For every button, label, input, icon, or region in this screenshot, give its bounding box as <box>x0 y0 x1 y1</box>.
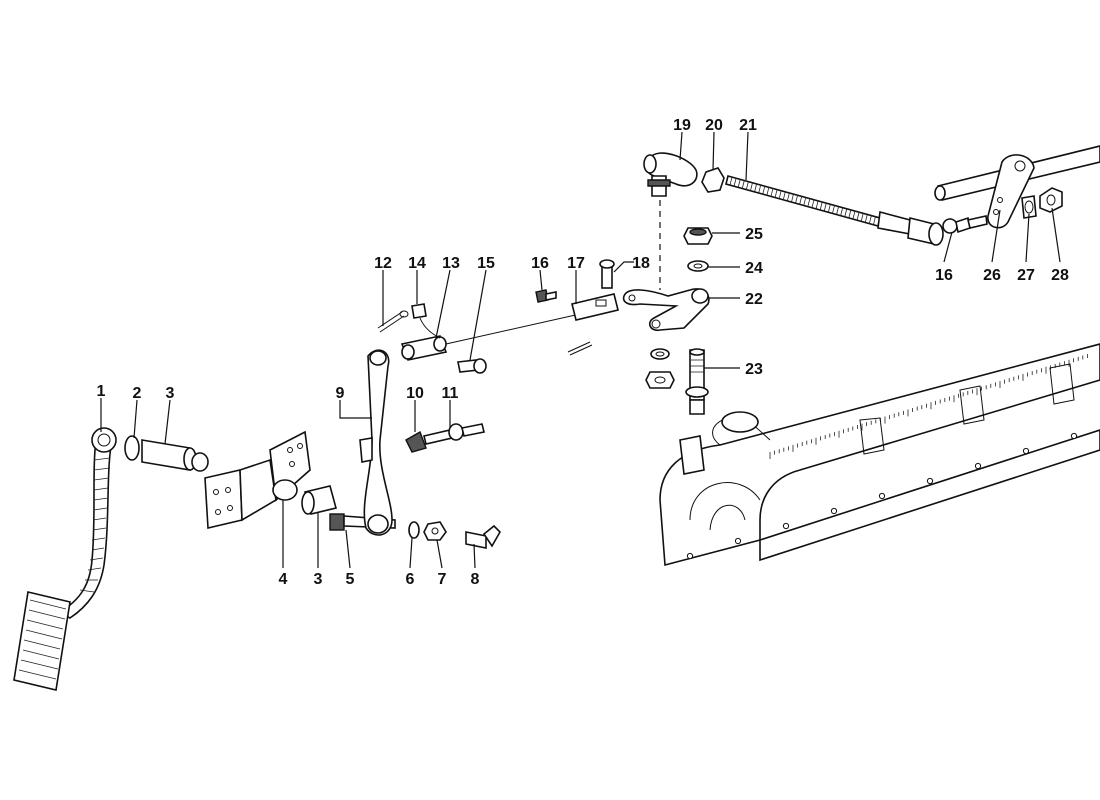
callout-labels: 1 2 3 4 3 5 6 7 8 9 10 11 12 14 13 15 16… <box>97 117 1069 588</box>
callout-15: 15 <box>477 255 495 272</box>
control-cable-part <box>445 313 581 345</box>
washer-part <box>408 521 420 539</box>
bushing-part <box>301 485 337 515</box>
callout-12: 12 <box>374 255 392 272</box>
nut-part <box>701 167 725 193</box>
cotter-pin-part <box>377 310 409 333</box>
callout-16b: 16 <box>935 267 953 284</box>
callout-4: 4 <box>279 571 288 588</box>
pivot-stud-part <box>685 348 709 415</box>
nut-part <box>645 371 675 389</box>
ball-stud-part <box>942 215 988 234</box>
pedal-bracket-part <box>204 430 311 529</box>
cable-clevis-part <box>400 303 448 361</box>
bushing-part <box>141 439 209 472</box>
brake-pedal-part <box>13 427 117 691</box>
callout-18: 18 <box>632 255 650 272</box>
callout-1: 1 <box>97 383 106 400</box>
cable-end-fork-part <box>571 293 619 321</box>
callout-23: 23 <box>745 361 763 378</box>
bellcrank-lever-part <box>622 288 710 332</box>
callout-28: 28 <box>1051 267 1069 284</box>
leader-lines <box>100 131 1061 569</box>
callout-26: 26 <box>983 267 1001 284</box>
callout-22: 22 <box>745 291 763 308</box>
pedal-lever-part <box>359 349 393 536</box>
clevis-pin-part <box>599 259 615 289</box>
shaft-lever-part <box>934 145 1100 229</box>
grease-nipple-part <box>465 524 501 549</box>
threaded-rod-part <box>725 175 944 246</box>
callout-10: 10 <box>406 385 424 402</box>
callout-14: 14 <box>408 255 426 272</box>
callout-19: 19 <box>673 117 691 134</box>
callout-21: 21 <box>739 117 757 134</box>
callout-13: 13 <box>442 255 460 272</box>
nut-part <box>423 521 447 541</box>
callout-17: 17 <box>567 255 585 272</box>
callout-8: 8 <box>471 571 480 588</box>
callout-7: 7 <box>438 571 447 588</box>
washer-part <box>687 260 709 272</box>
callout-3: 3 <box>166 385 175 402</box>
washer-part <box>124 435 140 461</box>
callout-20: 20 <box>705 117 723 134</box>
callout-11: 11 <box>442 385 459 402</box>
self-locking-nut-part <box>683 227 713 245</box>
callout-25: 25 <box>745 226 763 243</box>
adjuster-screw-part <box>405 423 485 453</box>
screw-part <box>535 289 557 303</box>
callout-16: 16 <box>531 255 549 272</box>
callout-5: 5 <box>346 571 355 588</box>
nut-part <box>1039 187 1063 213</box>
pin-part <box>457 358 487 374</box>
transmission-housing <box>659 343 1100 567</box>
washer-part <box>1021 195 1037 219</box>
spring-washer-part <box>650 348 670 360</box>
callout-6: 6 <box>406 571 415 588</box>
ball-joint-part <box>643 152 698 197</box>
callout-9: 9 <box>336 385 345 402</box>
callout-3b: 3 <box>314 571 323 588</box>
cotter-pin-part <box>567 341 593 356</box>
callout-24: 24 <box>745 260 763 277</box>
callout-27: 27 <box>1017 267 1035 284</box>
callout-2: 2 <box>133 385 142 402</box>
